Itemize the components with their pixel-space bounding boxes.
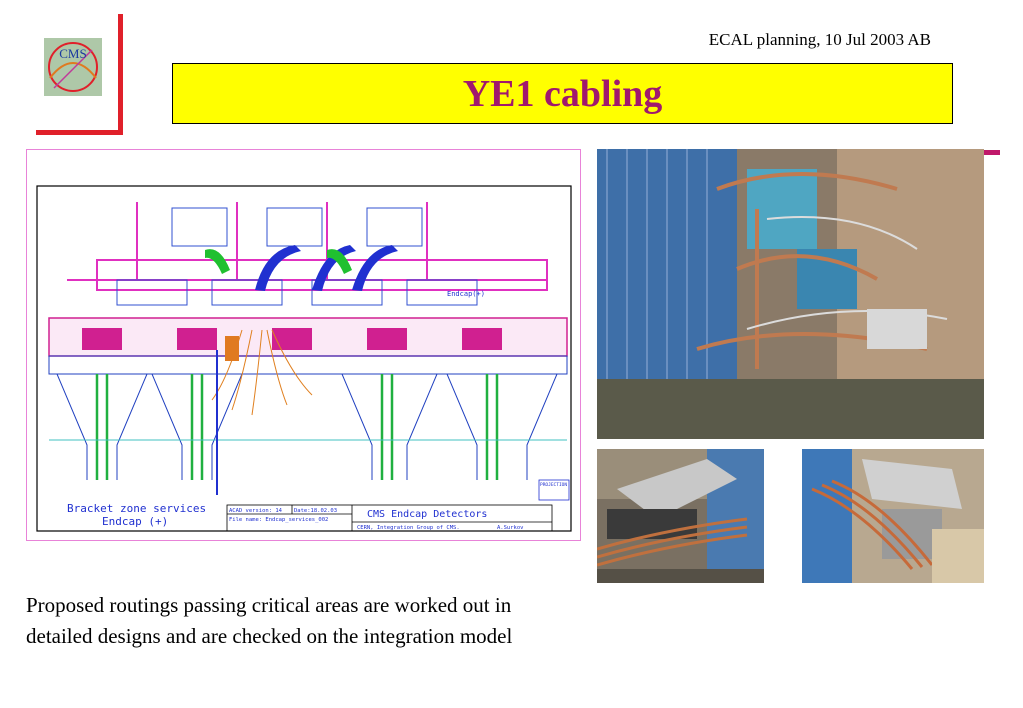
title-box: YE1 cabling bbox=[172, 63, 953, 124]
author-name: A.Surkov bbox=[497, 525, 524, 531]
photo-bottom-right bbox=[802, 449, 984, 583]
file-name: File name: Endcap_services_002 bbox=[229, 517, 328, 523]
slide-title: YE1 cabling bbox=[462, 72, 663, 115]
group-name: CERN, Integration Group of CMS. bbox=[357, 525, 460, 531]
photo-bottom-left bbox=[597, 449, 764, 583]
header-text: ECAL planning, 10 Jul 2003 AB bbox=[708, 30, 931, 49]
logo-bar-horizontal bbox=[36, 130, 123, 135]
drawing-date: Date:18.02.03 bbox=[294, 508, 337, 514]
caption-line-1: Proposed routings passing critical areas… bbox=[26, 593, 512, 617]
cms-logo: CMS bbox=[44, 38, 102, 96]
drawing-label-line2: Endcap (+) bbox=[102, 515, 168, 528]
logo-bar-vertical bbox=[118, 14, 123, 135]
cad-drawing: Endcap(+) Bracket zone services Endcap (… bbox=[26, 149, 581, 541]
project-name: CMS Endcap Detectors bbox=[367, 509, 487, 520]
endcap-tag: Endcap(+) bbox=[447, 290, 485, 298]
caption: Proposed routings passing critical areas… bbox=[26, 590, 646, 652]
accent-dash bbox=[984, 150, 1000, 155]
projection-label: PROJECTION bbox=[540, 482, 567, 488]
drawing-label-line1: Bracket zone services bbox=[67, 502, 206, 515]
photo-main bbox=[597, 149, 984, 439]
acad-version: ACAD version: 14 bbox=[229, 508, 283, 514]
caption-line-2: detailed designs and are checked on the … bbox=[26, 624, 513, 648]
logo-text: CMS bbox=[59, 46, 86, 61]
